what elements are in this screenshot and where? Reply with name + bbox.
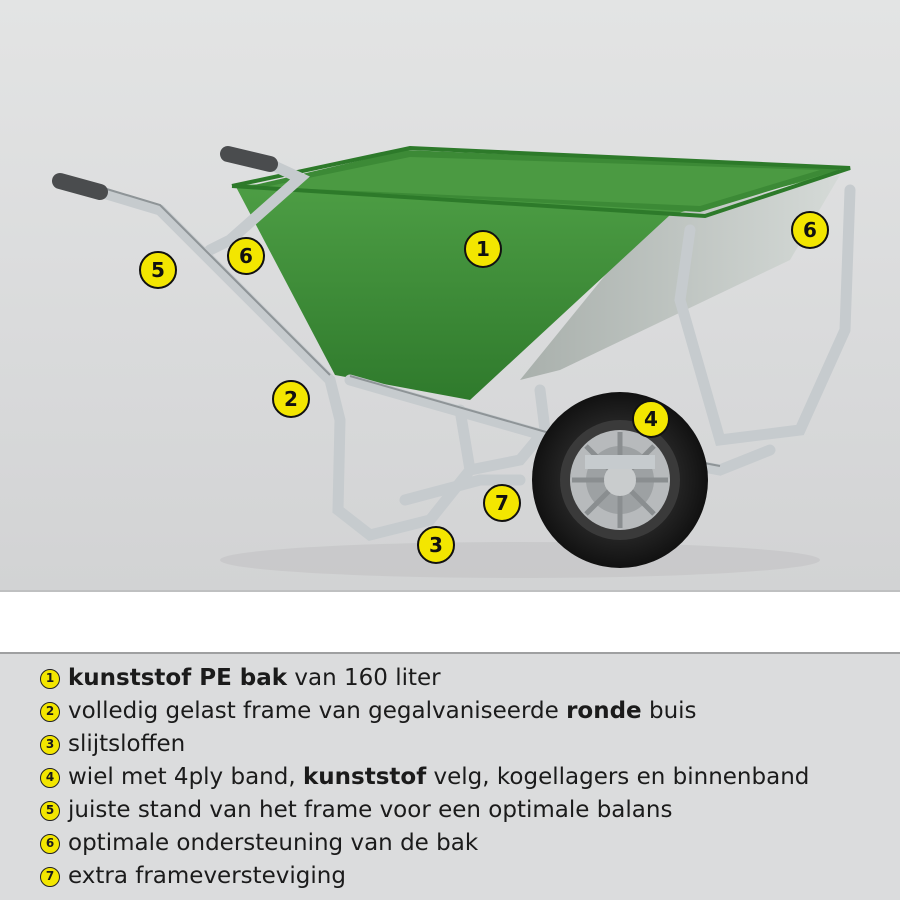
- number-badge: 3: [40, 734, 60, 755]
- feature-text-pre: extra frameversteviging: [68, 863, 346, 889]
- feature-item-6: 6 optimale ondersteuning van de bak: [40, 827, 900, 860]
- feature-text-bold: kunststof: [302, 764, 427, 790]
- callout-5: 5: [139, 251, 177, 289]
- feature-item-2: 2 volledig gelast frame van gegalvanisee…: [40, 695, 900, 728]
- callout-6-left: 6: [227, 237, 265, 275]
- feature-item-5: 5 juiste stand van het frame voor een op…: [40, 794, 900, 827]
- number-badge: 7: [40, 866, 60, 887]
- number-badge: 4: [40, 767, 60, 788]
- number-badge: 6: [40, 833, 60, 854]
- feature-item-7: 7 extra frameversteviging: [40, 860, 900, 893]
- feature-list: 1 kunststof PE bak van 160 liter 2 volle…: [40, 662, 900, 893]
- feature-text-pre: juiste stand van het frame voor een opti…: [68, 797, 673, 823]
- callout-1: 1: [464, 230, 502, 268]
- feature-text-pre: wiel met 4ply band,: [68, 764, 303, 790]
- feature-text-bold: kunststof PE bak: [68, 665, 288, 691]
- feature-text-pre: slijtsloffen: [68, 731, 186, 757]
- callout-7: 7: [483, 484, 521, 522]
- product-photo: 1 2 3 4 5 6 6 7: [0, 0, 900, 590]
- feature-text-post: buis: [641, 698, 697, 724]
- feature-legend: 1 kunststof PE bak van 160 liter 2 volle…: [0, 652, 900, 900]
- feature-item-3: 3 slijtsloffen: [40, 728, 900, 761]
- feature-text-post: velg, kogellagers en binnenband: [426, 764, 810, 790]
- callout-3: 3: [417, 526, 455, 564]
- feature-text-pre: optimale ondersteuning van de bak: [68, 830, 479, 856]
- feature-text-bold: ronde: [566, 698, 642, 724]
- callout-6-right: 6: [791, 211, 829, 249]
- callout-4: 4: [632, 400, 670, 438]
- number-badge: 1: [40, 668, 60, 689]
- callout-2: 2: [272, 380, 310, 418]
- feature-item-1: 1 kunststof PE bak van 160 liter: [40, 662, 900, 695]
- number-badge: 5: [40, 800, 60, 821]
- feature-item-4: 4 wiel met 4ply band, kunststof velg, ko…: [40, 761, 900, 794]
- wheelbarrow-illustration: [52, 145, 856, 578]
- number-badge: 2: [40, 701, 60, 722]
- feature-text-post: van 160 liter: [287, 665, 441, 691]
- feature-text-pre: volledig gelast frame van gegalvaniseerd…: [68, 698, 567, 724]
- divider-band: [0, 590, 900, 654]
